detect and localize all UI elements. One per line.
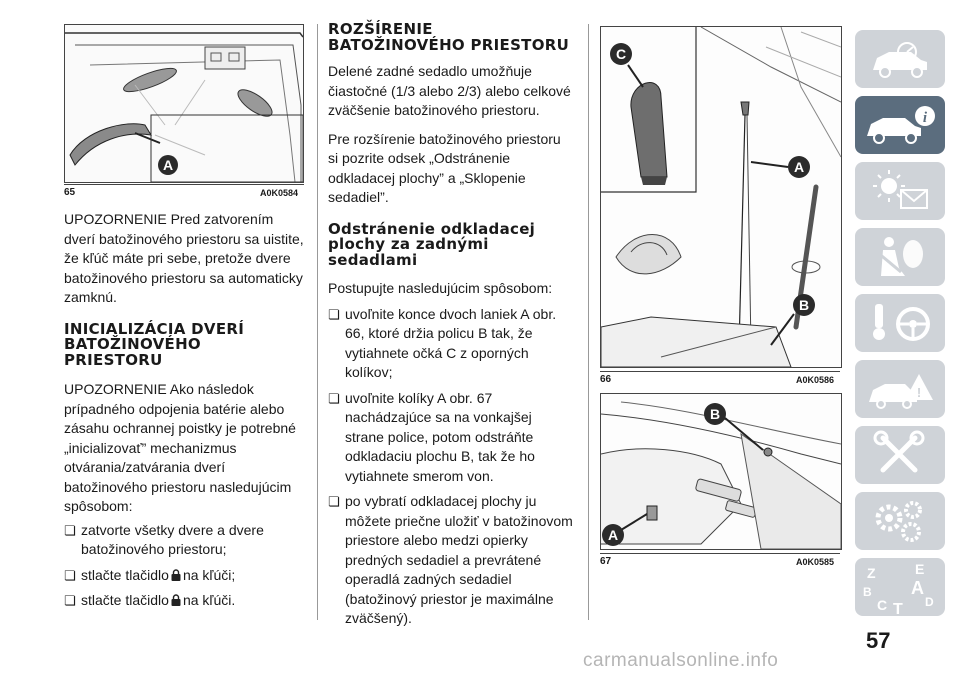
callout-a: A <box>794 159 804 175</box>
tab-maintenance[interactable] <box>855 426 945 484</box>
paragraph: Pre rozšírenie batožinového priestoru si… <box>328 130 561 206</box>
dashboard-car-icon <box>873 42 927 78</box>
lights-warning-icon <box>873 170 928 209</box>
figure-number: 65 <box>64 187 76 198</box>
airbag-safety-icon <box>876 237 923 276</box>
callout-c: C <box>616 46 626 62</box>
index-letter: D <box>925 595 934 609</box>
column-2: ROZŠÍRENIE BATOŽINOVÉHO PRIESTORU Delené… <box>328 20 574 635</box>
callout-a: A <box>608 527 618 543</box>
list-item: uvoľnite kolíky A obr. 67 nachádzajúce s… <box>328 389 574 487</box>
warning-lock-text: UPOZORNENIE Pred zatvorením dverí batoži… <box>64 211 304 305</box>
lock-icon <box>171 594 181 606</box>
callout-b: B <box>710 406 720 422</box>
paragraph: Postupujte nasledujúcim spôsobom: <box>328 280 553 296</box>
column-divider <box>588 24 589 620</box>
index-letter: C <box>877 597 887 613</box>
list-item: zatvorte všetky dvere a dvere batožinové… <box>64 521 304 560</box>
index-letters-icon: Z E B A C D T <box>863 561 934 616</box>
index-letter: T <box>893 601 903 616</box>
warning-initialization-text: UPOZORNENIE Ako následok prípadného odpo… <box>64 381 296 514</box>
starting-driving-icon <box>873 304 930 341</box>
list-item: po vybratí odkladacej plochy ju môžete p… <box>328 492 574 629</box>
figure-65-trunk-lid-handles: A <box>64 24 304 183</box>
tab-starting-driving[interactable] <box>855 294 945 352</box>
tab-warning-lights[interactable] <box>855 162 945 220</box>
svg-text:i: i <box>923 110 928 126</box>
tab-car-info[interactable]: i <box>855 96 945 154</box>
section-heading-shelf-removal: Odstránenie odkladacej plochy za zadnými… <box>328 219 536 269</box>
lock-icon <box>171 568 181 581</box>
tab-dashboard[interactable] <box>855 30 945 88</box>
index-letter: Z <box>867 565 876 581</box>
page-number: 57 <box>866 628 891 653</box>
index-letter: B <box>863 585 872 599</box>
watermark: carmanualsonline.info <box>583 650 779 671</box>
car-info-icon: i <box>867 106 935 144</box>
figure-number: 66 <box>600 374 612 385</box>
index-letter: A <box>911 578 924 598</box>
figure-66-shelf-cords: C A B <box>600 26 842 368</box>
maintenance-tools-icon <box>873 430 925 473</box>
figure-caption-rule <box>64 184 304 185</box>
emergency-icon: ! <box>869 374 933 409</box>
shelf-removal-steps: uvoľnite konce dvoch laniek A obr. 66, k… <box>328 305 574 629</box>
figure-number: 67 <box>600 556 612 567</box>
section-heading-trunk-expansion: ROZŠÍRENIE BATOŽINOVÉHO PRIESTORU <box>328 20 570 54</box>
svg-text:!: ! <box>917 385 921 400</box>
callout-b: B <box>799 297 809 313</box>
figure-caption-rule <box>600 371 840 372</box>
column-divider <box>317 24 318 620</box>
figure-code: A0K0585 <box>796 557 835 567</box>
section-heading-initialization: INICIALIZÁCIA DVERÍ BATOŽINOVÉHO PRIESTO… <box>64 319 245 369</box>
tab-emergency[interactable]: ! <box>855 360 945 418</box>
tab-technical-data[interactable] <box>855 492 945 550</box>
figure-67-shelf-pins: B A <box>600 393 842 550</box>
initialization-steps: zatvorte všetky dvere a dvere batožinové… <box>64 521 304 611</box>
list-item: uvoľnite konce dvoch laniek A obr. 66, k… <box>328 305 574 383</box>
figure-caption-rule <box>600 553 840 554</box>
tab-index[interactable]: Z E B A C D T <box>855 558 945 616</box>
figure-code: A0K0586 <box>796 375 835 385</box>
callout-a: A <box>163 157 173 173</box>
paragraph: Delené zadné sedadlo umožňuje čiastočné … <box>328 63 571 118</box>
tab-safety[interactable] <box>855 228 945 286</box>
column-1: UPOZORNENIE Pred zatvorením dverí batoži… <box>64 210 304 617</box>
technical-data-gears-icon <box>875 501 922 542</box>
index-letter: E <box>915 561 924 577</box>
figure-code: A0K0584 <box>260 188 299 198</box>
